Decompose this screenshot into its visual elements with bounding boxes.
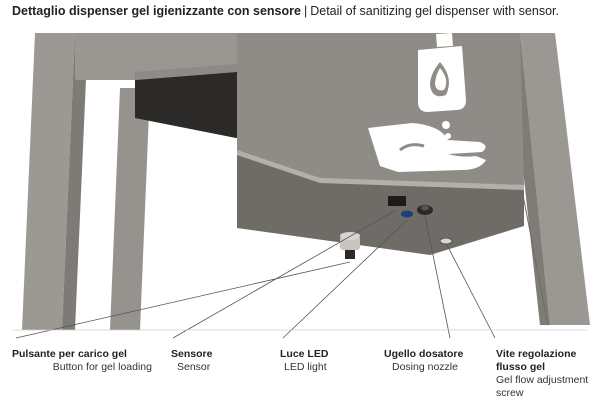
gel-bottle-icon <box>418 33 466 139</box>
dispenser-bottom-edge <box>237 150 524 190</box>
callout-led-light: Luce LED LED light <box>280 348 360 374</box>
right-frame-post <box>520 33 590 325</box>
inner-frame-post <box>110 88 150 330</box>
title: Dettaglio dispenser gel igienizzante con… <box>12 4 559 18</box>
leader-line-nozzle <box>424 215 451 339</box>
callout-gel-loading-button: Pulsante per carico gel Button for gel l… <box>12 348 152 374</box>
leader-line-button <box>15 261 351 339</box>
callout-flow-adjustment-screw: Vite regolazione flusso gel Gel flow adj… <box>496 348 596 400</box>
leader-line-sensor <box>172 209 397 339</box>
mount-bracket-dark <box>135 70 262 138</box>
mount-bracket-top <box>135 62 262 80</box>
left-frame-post-side <box>62 33 88 330</box>
callout-english: LED light <box>284 361 327 373</box>
callout-italian: Pulsante per carico gel <box>12 348 127 360</box>
callout-english: Sensor <box>177 361 211 373</box>
sensor-window <box>388 196 406 206</box>
leader-line-led <box>282 219 408 339</box>
title-english: Detail of sanitizing gel dispenser with … <box>310 4 559 18</box>
hand-icon <box>368 123 486 172</box>
left-frame-post <box>22 33 75 330</box>
right-frame-edge <box>521 189 549 326</box>
callout-english: Gel flow adjustment screw <box>496 374 589 399</box>
led-light <box>401 210 413 218</box>
callout-sensor: Sensore Sensor <box>171 348 251 374</box>
callout-dosing-nozzle: Ugello dosatore Dosing nozzle <box>384 348 484 374</box>
callout-italian: Ugello dosatore <box>384 348 464 360</box>
callout-italian: Sensore <box>171 348 213 360</box>
title-italian: Dettaglio dispenser gel igienizzante con… <box>12 4 301 18</box>
callout-italian: Vite regolazione flusso gel <box>496 348 577 373</box>
leader-line-screw <box>446 244 496 339</box>
callout-english: Button for gel loading <box>52 361 152 373</box>
flow-adjustment-screw <box>439 237 453 245</box>
callout-italian: Luce LED <box>280 348 329 360</box>
dosing-nozzle <box>417 205 433 215</box>
title-separator: | <box>303 4 308 18</box>
callout-english: Dosing nozzle <box>392 361 458 373</box>
